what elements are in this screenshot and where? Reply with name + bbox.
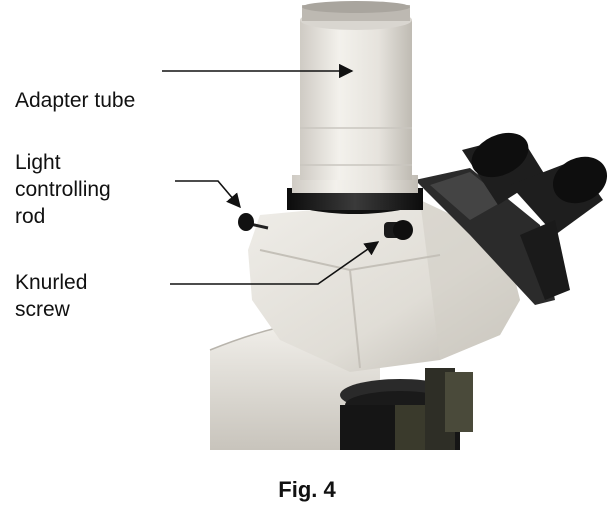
nosepiece <box>340 368 473 450</box>
label-adapter-tube: Adapter tube <box>15 87 135 114</box>
knurled-screw <box>384 220 413 240</box>
figure-caption: Fig. 4 <box>278 477 336 502</box>
light-controlling-rod <box>238 213 269 231</box>
label-light-rod-line1: Light <box>15 151 61 174</box>
knurled-screw-arrow <box>170 241 380 285</box>
label-knurled-line2: screw <box>15 298 70 321</box>
adapter-tube <box>287 1 423 214</box>
light-rod-arrow <box>175 180 241 209</box>
label-knurled-screw: Knurled screw <box>15 269 87 323</box>
label-adapter-tube-text: Adapter tube <box>15 89 136 112</box>
eyepiece-tubes <box>415 132 608 305</box>
label-light-controlling-rod: Light controlling rod <box>15 149 111 230</box>
pointer-arrows <box>162 63 380 285</box>
label-light-rod-line2: controlling <box>15 178 111 201</box>
label-light-rod-line3: rod <box>15 205 46 228</box>
label-knurled-line1: Knurled <box>15 271 88 294</box>
